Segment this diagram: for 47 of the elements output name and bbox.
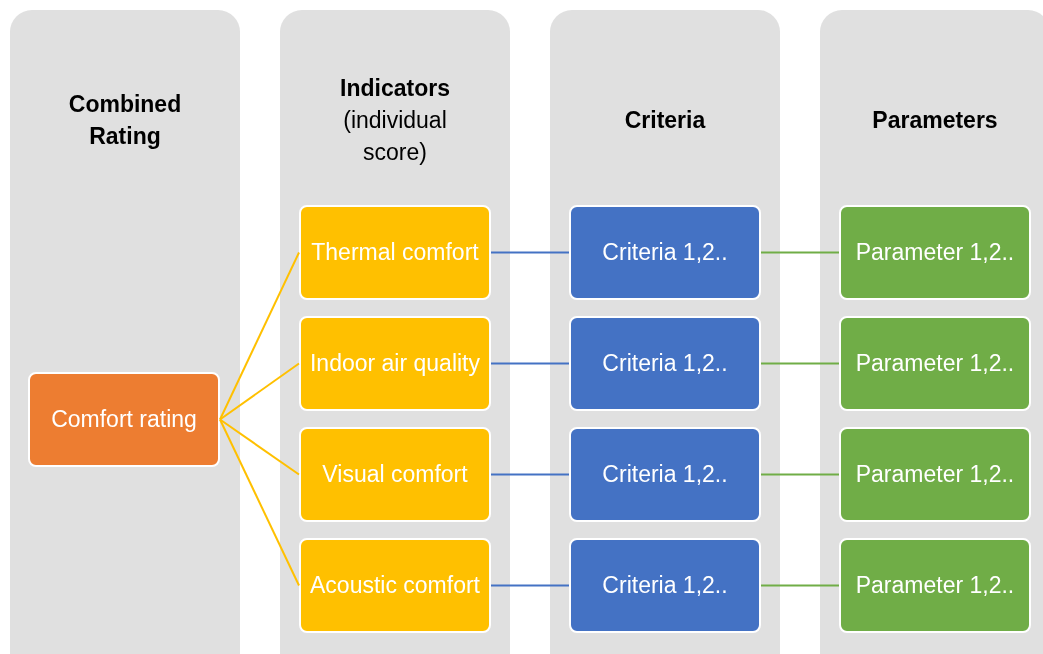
column-subheading: (individual score)	[342, 106, 448, 167]
rating-box	[839, 205, 1031, 300]
box-label: Criteria 1,2..	[602, 238, 728, 267]
box-label: Parameter 1,2..	[855, 238, 1015, 267]
box-label: Indoor air quality	[309, 349, 480, 378]
column-heading: Indicators	[340, 74, 450, 103]
connector-line	[490, 473, 570, 476]
box-label: Criteria 1,2..	[602, 571, 728, 600]
rating-box	[299, 538, 491, 633]
box-label: Parameter 1,2..	[855, 349, 1015, 378]
column-panel	[10, 10, 240, 654]
connector-line	[760, 473, 840, 476]
column-panel	[820, 10, 1043, 654]
connector-line	[219, 362, 300, 421]
box-label: Visual comfort	[322, 460, 468, 489]
column-heading: Parameters	[872, 106, 998, 135]
connector-line	[760, 584, 840, 587]
box-label: Comfort rating	[51, 405, 197, 434]
rating-box	[28, 372, 220, 467]
box-label: Parameter 1,2..	[855, 460, 1015, 489]
rating-box	[299, 205, 491, 300]
rating-box	[299, 427, 491, 522]
column-panel	[550, 10, 780, 654]
box-label: Parameter 1,2..	[855, 571, 1015, 600]
rating-box	[839, 427, 1031, 522]
box-label: Thermal comfort	[311, 238, 479, 267]
rating-box	[569, 538, 761, 633]
box-label: Acoustic comfort	[310, 571, 480, 600]
column-heading: Criteria	[624, 106, 706, 135]
rating-box	[569, 316, 761, 411]
rating-box	[839, 538, 1031, 633]
column-heading: Combined Rating	[67, 90, 183, 151]
connector-line	[490, 584, 570, 587]
rating-box	[839, 316, 1031, 411]
rating-box	[569, 205, 761, 300]
box-label: Criteria 1,2..	[602, 460, 728, 489]
connector-line	[490, 362, 570, 365]
rating-box	[569, 427, 761, 522]
rating-box	[299, 316, 491, 411]
box-label: Criteria 1,2..	[602, 349, 728, 378]
connector-line	[760, 251, 840, 254]
connector-line	[219, 251, 300, 421]
connector-line	[490, 251, 570, 254]
column-panel	[280, 10, 510, 654]
connector-line	[219, 418, 300, 476]
connector-line	[219, 418, 300, 587]
connector-line	[760, 362, 840, 365]
